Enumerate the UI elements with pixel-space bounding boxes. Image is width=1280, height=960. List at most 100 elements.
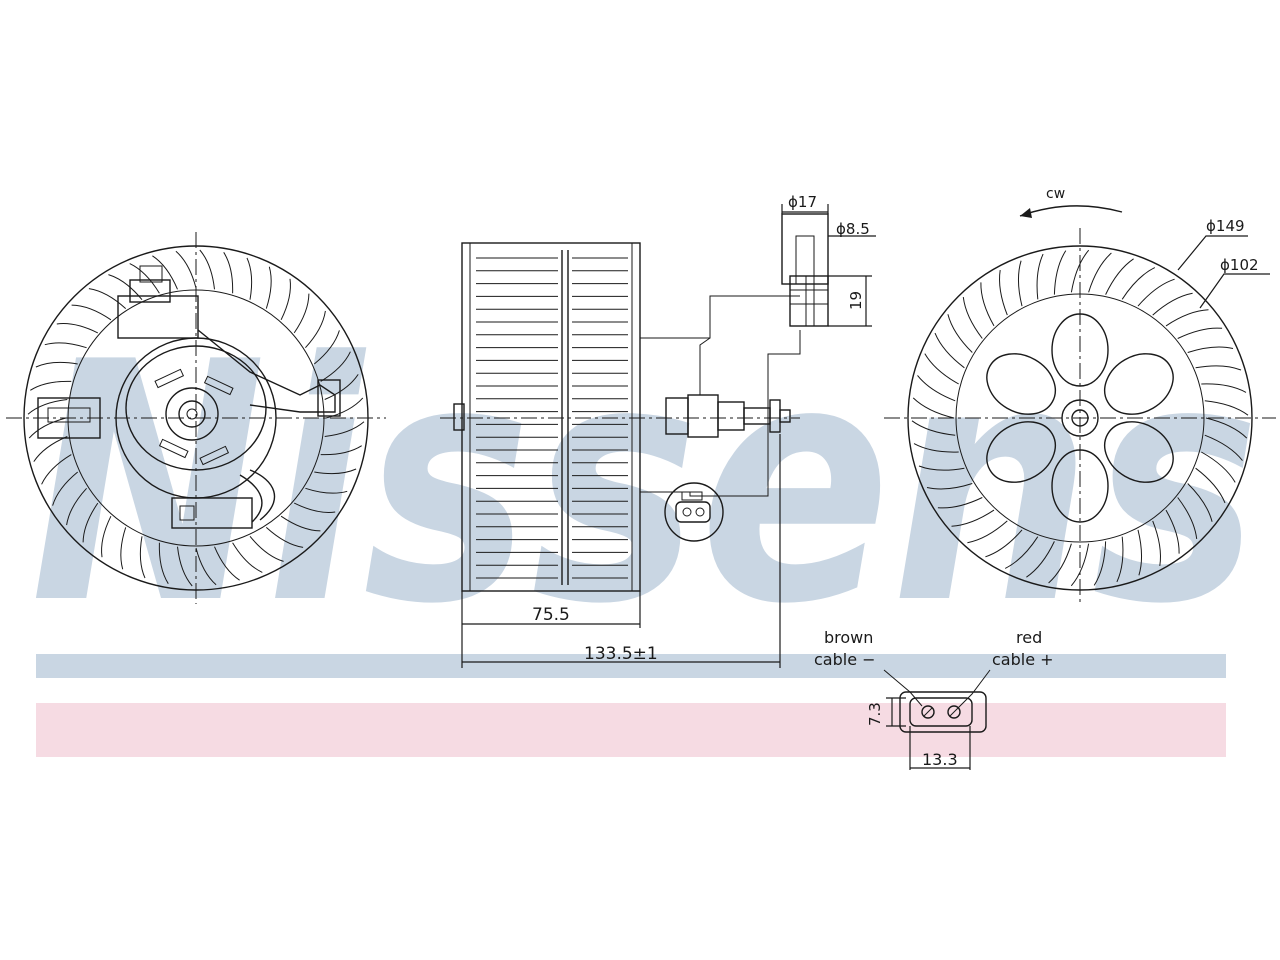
hub-opening bbox=[1104, 421, 1174, 483]
impeller-blade bbox=[280, 278, 291, 321]
impeller-blade bbox=[1004, 536, 1039, 569]
side-slats bbox=[476, 257, 628, 579]
impeller-blade bbox=[918, 465, 965, 471]
hub-opening bbox=[986, 421, 1056, 483]
impeller-blade bbox=[1195, 365, 1242, 371]
connector-detail bbox=[883, 669, 991, 770]
impeller-blade bbox=[101, 515, 112, 558]
impeller-blade bbox=[926, 483, 973, 490]
impeller-blade bbox=[246, 257, 253, 300]
impeller-blade bbox=[56, 323, 99, 334]
impeller-blade bbox=[1017, 260, 1023, 307]
impeller-blade bbox=[912, 397, 955, 419]
impeller-blade bbox=[129, 263, 160, 294]
dim-connector-height: 7.3 bbox=[866, 702, 884, 726]
neg-cable-color: brown bbox=[824, 628, 873, 647]
impeller-blade bbox=[305, 487, 348, 494]
impeller-blade bbox=[265, 527, 304, 548]
dim-overall-length: 133.5±1 bbox=[584, 644, 658, 664]
impeller-blade bbox=[44, 342, 87, 349]
impeller-blade bbox=[1165, 309, 1209, 327]
impeller-blade bbox=[324, 421, 365, 437]
impeller-blade bbox=[1070, 249, 1090, 293]
impeller-blade bbox=[1088, 252, 1112, 293]
impeller-side-view bbox=[884, 205, 1276, 604]
impeller-blade bbox=[88, 288, 127, 309]
impeller-blade bbox=[249, 535, 284, 562]
impeller-blade bbox=[913, 443, 959, 453]
impeller-blade bbox=[71, 304, 112, 321]
impeller-blade bbox=[35, 361, 78, 368]
impeller-blade bbox=[1201, 451, 1236, 483]
impeller-blade bbox=[1177, 497, 1198, 539]
left-impeller-blades bbox=[27, 249, 365, 587]
hub-opening bbox=[1104, 353, 1174, 415]
impeller-blade bbox=[320, 351, 351, 382]
impeller-blade bbox=[120, 527, 127, 570]
impeller-blade bbox=[265, 266, 272, 309]
impeller-blade bbox=[82, 502, 99, 543]
hub-opening bbox=[986, 353, 1056, 415]
impeller-blade bbox=[232, 542, 263, 573]
impeller-blade bbox=[41, 454, 72, 485]
impeller-blade bbox=[1036, 253, 1044, 300]
impeller-blade bbox=[1093, 541, 1107, 586]
impeller-blade bbox=[1204, 400, 1249, 416]
impeller-blade bbox=[158, 542, 169, 584]
dim-shaft-length: 19 bbox=[847, 291, 865, 310]
impeller-blade bbox=[924, 353, 959, 385]
impeller-blade bbox=[280, 515, 321, 532]
impeller-blade bbox=[1121, 267, 1156, 300]
pos-cable-label: cable + bbox=[992, 650, 1054, 669]
impeller-blade bbox=[1105, 258, 1134, 295]
impeller-blade bbox=[324, 374, 359, 400]
impeller-blade bbox=[1152, 292, 1193, 316]
impeller-blade bbox=[937, 497, 983, 509]
impeller-blade bbox=[985, 529, 1023, 558]
impeller-blade bbox=[1187, 483, 1213, 522]
neg-cable-label: cable − bbox=[814, 650, 876, 669]
impeller-blade bbox=[951, 509, 995, 527]
dim-wheel-outer: ϕ149 bbox=[1206, 217, 1245, 235]
impeller-blade bbox=[293, 293, 310, 334]
impeller-blade bbox=[320, 445, 362, 456]
impeller-blade bbox=[967, 520, 1008, 544]
impeller-blade bbox=[175, 250, 197, 289]
impeller-blade bbox=[947, 314, 973, 353]
impeller-blade bbox=[223, 252, 234, 294]
impeller-blade bbox=[30, 380, 72, 391]
impeller-blade bbox=[199, 249, 215, 290]
impeller-blade bbox=[1177, 327, 1223, 339]
impeller-blade bbox=[293, 502, 336, 513]
rotation-label: cw bbox=[1046, 186, 1065, 202]
impeller-blade bbox=[195, 547, 217, 586]
impeller-blade bbox=[1165, 509, 1180, 554]
impeller-blade bbox=[1204, 434, 1243, 461]
impeller-blade bbox=[152, 255, 178, 290]
dim-wheel-inner: ϕ102 bbox=[1220, 256, 1259, 274]
pos-cable-color: red bbox=[1016, 628, 1042, 647]
impeller-blade bbox=[1152, 520, 1161, 566]
dim-connector-width: 13.3 bbox=[922, 750, 958, 769]
impeller-blade bbox=[52, 471, 79, 506]
dim-rotor-depth: 75.5 bbox=[532, 605, 570, 625]
impeller-blade bbox=[1053, 250, 1067, 295]
impeller-blade bbox=[177, 546, 193, 587]
impeller-blade bbox=[1201, 383, 1247, 393]
impeller-blade bbox=[980, 282, 995, 327]
impeller-blade bbox=[962, 297, 983, 339]
brand-watermark: Nissens bbox=[30, 292, 1260, 676]
motor-side-view bbox=[6, 232, 386, 604]
impeller-blade bbox=[1205, 417, 1248, 439]
impeller-blade bbox=[1070, 543, 1090, 587]
dim-shaft-diameter: ϕ17 bbox=[788, 193, 817, 211]
impeller-blade bbox=[1195, 467, 1226, 504]
impeller-blade bbox=[1137, 278, 1175, 307]
right-impeller-blades bbox=[911, 249, 1249, 587]
impeller-blade bbox=[325, 397, 364, 419]
brand-band-blue bbox=[36, 654, 1226, 678]
impeller-blade bbox=[1026, 541, 1055, 578]
impeller-blade bbox=[66, 487, 87, 526]
impeller-blade bbox=[27, 399, 68, 415]
